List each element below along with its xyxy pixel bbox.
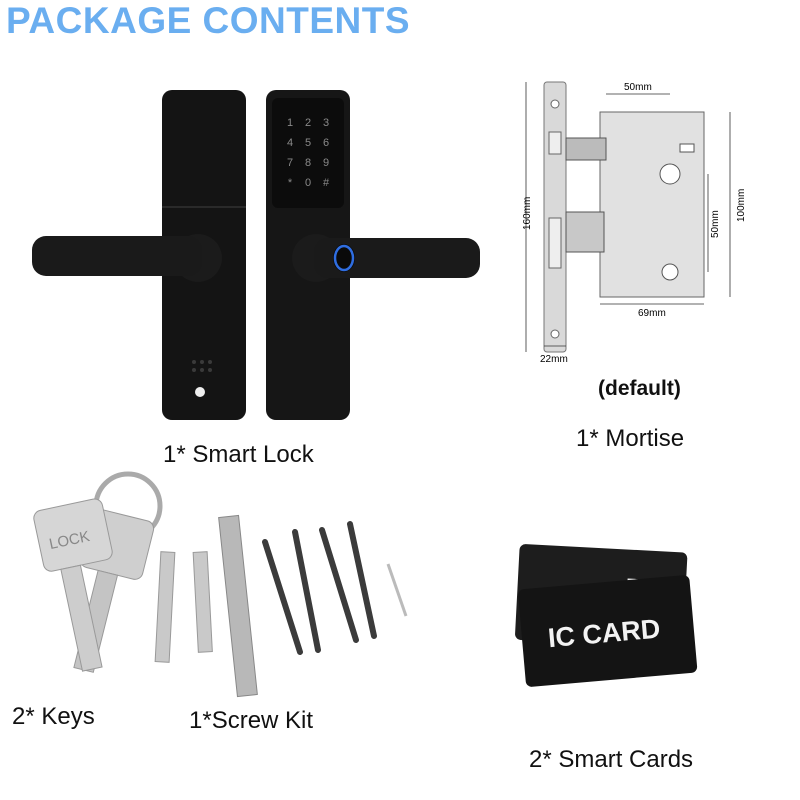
keys-image: LOCK	[33, 471, 163, 673]
sleeve-2	[192, 551, 213, 653]
dead-bolt	[565, 211, 605, 253]
keypad-screen	[272, 98, 344, 208]
screw-kit-label: 1*Screw Kit	[189, 707, 314, 734]
keypad-key: 6	[323, 137, 329, 149]
page-title: PACKAGE CONTENTS	[6, 0, 411, 41]
keypad-key: 3	[323, 117, 329, 129]
mortise-note: (default)	[598, 377, 681, 400]
keypad-key: 1	[287, 117, 293, 129]
keypad-key: 7	[287, 157, 293, 169]
dim-faceplate: 22mm	[540, 354, 568, 365]
keypad-key: 8	[305, 157, 311, 169]
dim-right: 100mm	[736, 189, 747, 222]
smart-cards-label: 2* Smart Cards	[529, 746, 694, 773]
dim-top: 50mm	[624, 82, 652, 93]
pin-icon	[386, 563, 408, 617]
sleeve-1	[154, 551, 176, 663]
keys-label: 2* Keys	[12, 703, 95, 730]
screw-kit-image	[154, 514, 408, 698]
keypad-key: 0	[305, 177, 311, 189]
mortise-faceplate	[543, 81, 567, 353]
lock-right-handle	[314, 238, 480, 278]
screw-hole-icon	[195, 387, 205, 397]
lock-left-handle	[32, 236, 202, 276]
dim-inner: 50mm	[710, 210, 721, 238]
mortise-body	[599, 111, 705, 298]
dim-height: 160mm	[522, 197, 533, 230]
mortise-label: 1* Mortise	[576, 425, 685, 452]
smart-lock-label: 1* Smart Lock	[163, 441, 314, 468]
spindle-bar	[218, 514, 258, 698]
fingerprint-sensor-icon	[333, 244, 355, 272]
smart-cards-image: RD IC CARD	[515, 544, 698, 687]
keypad-key: 9	[323, 157, 329, 169]
keypad-key: #	[323, 177, 330, 189]
keypad-key: 5	[305, 137, 311, 149]
keypad-key: 2	[305, 117, 311, 129]
speaker-grille-icon	[192, 360, 212, 372]
card-front	[518, 575, 698, 687]
keypad-key: 4	[287, 137, 293, 149]
mortise-diagram: 50mm 160mm 100mm 50mm 69mm 22mm	[522, 81, 747, 365]
keypad-key: *	[288, 177, 293, 189]
latch-bolt	[565, 137, 607, 161]
dim-bottom: 69mm	[638, 308, 666, 319]
